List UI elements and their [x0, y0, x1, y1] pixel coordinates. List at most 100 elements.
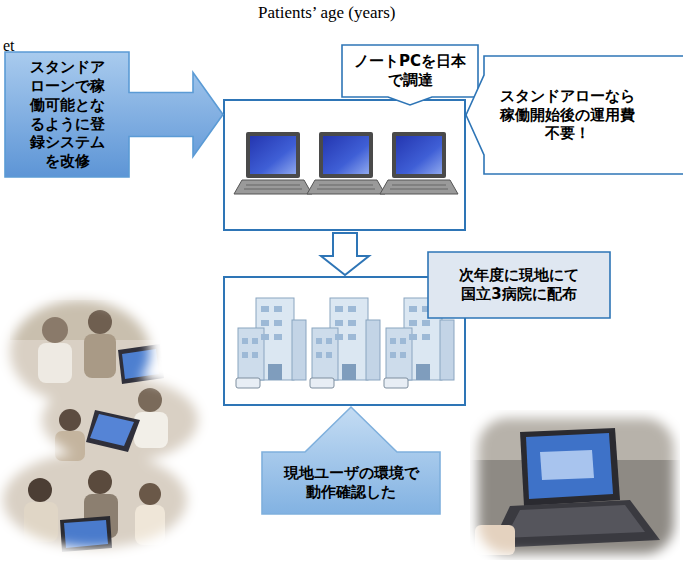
photo-collage: [86, 410, 140, 452]
laptop-icon: [319, 132, 373, 178]
hospital-icon: [274, 306, 282, 312]
laptop-icon: [307, 180, 385, 194]
photo-collage: [28, 478, 52, 502]
laptop-panel: [224, 100, 465, 230]
hospital-icon: [261, 320, 269, 326]
photo-collage: [135, 505, 165, 545]
photo-collage: [0, 290, 230, 560]
hospital-icon: [274, 320, 282, 326]
callout-box: ノートPCを日本で調達: [342, 45, 478, 97]
laptop-photo: [470, 410, 680, 560]
hospital-icon: [312, 328, 338, 380]
laptop-icon: [246, 185, 300, 186]
laptop-icon: [319, 185, 373, 186]
laptop-icon: [380, 180, 458, 194]
hospital-icon: [348, 334, 356, 340]
laptop-icon: [234, 180, 312, 194]
laptop-icon: [307, 132, 385, 194]
hospital-icon: [409, 334, 417, 340]
laptop-icon: [390, 189, 448, 190]
hospital-icon: [261, 306, 269, 312]
box-text: ノートPCを日本で調達: [348, 52, 472, 90]
hospital-icon: [252, 352, 258, 358]
laptop-photo: [475, 525, 515, 555]
laptop-photo: [470, 410, 680, 560]
hospital-icon: [274, 334, 282, 340]
hospital-icon: [422, 320, 430, 326]
hospital-icon: [252, 338, 258, 344]
hospital-icon: [390, 338, 396, 344]
shape-outline: [428, 252, 610, 318]
shape-outline: [342, 45, 478, 105]
photo-collage: [55, 431, 85, 461]
note-box: 次年度に現地にて国立3病院に配布: [428, 252, 610, 318]
hospital-icon: [440, 320, 454, 380]
laptop-icon: [392, 132, 446, 178]
photo-collage: [139, 483, 161, 505]
hospital-icon: [348, 306, 356, 312]
photo-collage: [64, 520, 108, 548]
hospital-icon: [400, 352, 406, 358]
hospital-icon: [292, 320, 306, 380]
axis-title: Patients’ age (years): [258, 3, 396, 23]
hospital-icon: [326, 352, 332, 358]
photo-collage: [122, 349, 159, 379]
hospital-icon: [242, 352, 248, 358]
arrow-callout: スタンドアローンで稼働可能となるように登録システムを改修: [5, 52, 129, 177]
cut-text: et: [3, 37, 15, 55]
hospital-icon: [242, 338, 248, 344]
hospital-icon: [316, 338, 322, 344]
photo-collage: [38, 343, 72, 383]
photo-collage: [118, 344, 164, 384]
shape-outline: [5, 52, 223, 177]
laptop-icon: [234, 132, 312, 194]
photo-collage: [84, 334, 116, 378]
photo-collage: [42, 317, 68, 343]
laptop-icon: [380, 132, 458, 194]
down-arrow: [321, 233, 369, 275]
laptop-photo: [526, 433, 613, 499]
laptop-photo: [520, 428, 620, 506]
hospital-icon: [310, 298, 380, 388]
hospital-icon: [409, 306, 417, 312]
hospital-icon: [409, 320, 417, 326]
hospital-icon: [342, 364, 356, 380]
photo-collage: [88, 310, 112, 334]
shape-outline: [466, 56, 683, 174]
hospital-icon: [335, 334, 343, 340]
laptop-photo: [505, 505, 645, 538]
laptop-icon: [246, 132, 300, 178]
hospital-icon: [335, 320, 343, 326]
photo-collage: [138, 388, 162, 412]
box-text: スタンドアローンで稼働可能となるように登録システムを改修: [27, 58, 107, 171]
hospital-icon: [386, 328, 412, 380]
hospital-icon: [236, 378, 260, 388]
photo-collage: [59, 409, 81, 431]
box-text: 次年度に現地にて国立3病院に配布: [457, 266, 581, 304]
photo-collage: [60, 516, 112, 552]
laptop-icon: [317, 189, 375, 190]
photo-collage: [0, 290, 230, 560]
box-text: スタンドアローなら稼働開始後の運用費不要！: [494, 87, 642, 143]
laptop-icon: [396, 136, 442, 174]
hospital-icon: [236, 298, 306, 388]
laptop-photo: [540, 450, 594, 480]
hospital-icon: [384, 378, 408, 388]
photo-collage: [134, 412, 168, 448]
hospital-icon: [268, 364, 282, 380]
laptop-icon: [392, 185, 446, 186]
hospital-icon: [416, 364, 430, 380]
hospital-icon: [242, 306, 282, 358]
hospital-icon: [310, 378, 334, 388]
arrow-callout: スタンドアローなら稼働開始後の運用費不要！: [484, 56, 683, 174]
hospital-icon: [390, 306, 430, 358]
box-text: 現地ユーザの環境で動作確認した: [281, 464, 421, 502]
hospital-icon: [422, 334, 430, 340]
hospital-icon: [238, 328, 264, 380]
photo-collage: [88, 470, 112, 494]
photo-collage: [24, 502, 58, 542]
shape-outline: [262, 407, 440, 514]
hospital-icon: [326, 338, 332, 344]
laptop-icon: [323, 136, 369, 174]
hospital-icon: [366, 320, 380, 380]
